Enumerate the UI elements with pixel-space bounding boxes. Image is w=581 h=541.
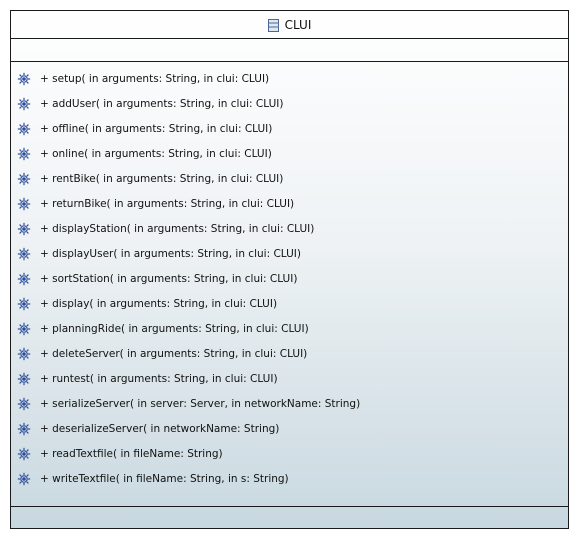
operations-compartment[interactable]: + setup( in arguments: String, in clui: … — [11, 62, 568, 508]
uml-class-box[interactable]: CLUI + setup( in arguments: String, in c… — [10, 10, 569, 529]
operation-icon — [17, 172, 31, 185]
operation-row[interactable]: + readTextfile( in fileName: String) — [11, 441, 568, 466]
operation-icon — [17, 397, 31, 410]
class-icon — [267, 19, 279, 32]
operation-icon — [17, 347, 31, 360]
operation-icon — [17, 147, 31, 160]
bottom-compartment[interactable] — [11, 506, 568, 528]
operation-icon — [17, 197, 31, 210]
operation-row[interactable]: + displayStation( in arguments: String, … — [11, 216, 568, 241]
operation-icon — [17, 372, 31, 385]
operation-signature: + addUser( in arguments: String, in clui… — [40, 97, 284, 110]
operation-icon — [17, 322, 31, 335]
operation-icon — [17, 122, 31, 135]
operation-signature: + returnBike( in arguments: String, in c… — [40, 197, 295, 210]
operation-signature: + readTextfile( in fileName: String) — [40, 447, 223, 460]
operation-row[interactable]: + serializeServer( in server: Server, in… — [11, 391, 568, 416]
operation-signature: + planningRide( in arguments: String, in… — [40, 322, 309, 335]
operation-signature: + displayStation( in arguments: String, … — [40, 222, 315, 235]
operation-row[interactable]: + deleteServer( in arguments: String, in… — [11, 341, 568, 366]
operation-icon — [17, 447, 31, 460]
operation-icon — [17, 72, 31, 85]
operation-icon — [17, 472, 31, 485]
operation-signature: + rentBike( in arguments: String, in clu… — [40, 172, 284, 185]
operation-signature: + online( in arguments: String, in clui:… — [40, 147, 272, 160]
operation-row[interactable]: + deserializeServer( in networkName: Str… — [11, 416, 568, 441]
operation-signature: + serializeServer( in server: Server, in… — [40, 397, 361, 410]
operation-row[interactable]: + runtest( in arguments: String, in clui… — [11, 366, 568, 391]
operation-row[interactable]: + displayUser( in arguments: String, in … — [11, 241, 568, 266]
operation-icon — [17, 97, 31, 110]
operation-icon — [17, 422, 31, 435]
operation-row[interactable]: + planningRide( in arguments: String, in… — [11, 316, 568, 341]
operation-icon — [17, 297, 31, 310]
operation-row[interactable]: + setup( in arguments: String, in clui: … — [11, 66, 568, 91]
operation-icon — [17, 247, 31, 260]
attributes-compartment[interactable] — [11, 39, 568, 62]
operation-row[interactable]: + rentBike( in arguments: String, in clu… — [11, 166, 568, 191]
operation-row[interactable]: + online( in arguments: String, in clui:… — [11, 141, 568, 166]
operation-signature: + writeTextfile( in fileName: String, in… — [40, 472, 289, 485]
operation-signature: + setup( in arguments: String, in clui: … — [40, 72, 270, 85]
operation-signature: + display( in arguments: String, in clui… — [40, 297, 278, 310]
operation-row[interactable]: + addUser( in arguments: String, in clui… — [11, 91, 568, 116]
operation-icon — [17, 272, 31, 285]
operation-signature: + displayUser( in arguments: String, in … — [40, 247, 301, 260]
class-header[interactable]: CLUI — [11, 11, 568, 39]
operation-signature: + deleteServer( in arguments: String, in… — [40, 347, 308, 360]
operation-signature: + deserializeServer( in networkName: Str… — [40, 422, 280, 435]
class-name: CLUI — [284, 17, 312, 32]
operation-row[interactable]: + display( in arguments: String, in clui… — [11, 291, 568, 316]
operation-icon — [17, 222, 31, 235]
operation-row[interactable]: + sortStation( in arguments: String, in … — [11, 266, 568, 291]
operation-row[interactable]: + returnBike( in arguments: String, in c… — [11, 191, 568, 216]
operation-signature: + offline( in arguments: String, in clui… — [40, 122, 273, 135]
operation-signature: + runtest( in arguments: String, in clui… — [40, 372, 278, 385]
operation-row[interactable]: + writeTextfile( in fileName: String, in… — [11, 466, 568, 491]
operation-row[interactable]: + offline( in arguments: String, in clui… — [11, 116, 568, 141]
operation-signature: + sortStation( in arguments: String, in … — [40, 272, 298, 285]
